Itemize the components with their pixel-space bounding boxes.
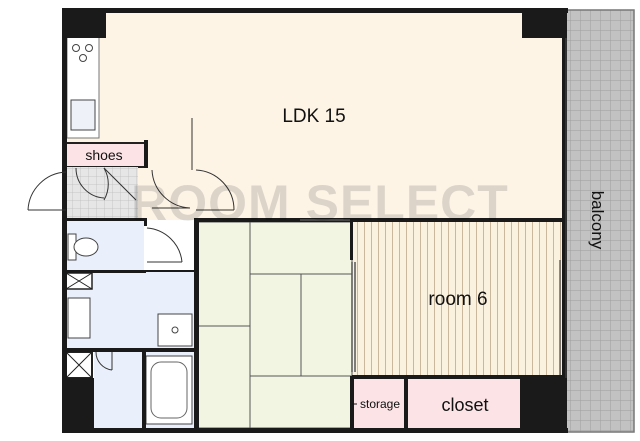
storage-area	[352, 378, 406, 428]
bathtub-inner	[150, 361, 188, 419]
drain-icon	[171, 326, 179, 334]
balcony-label: balcony	[588, 191, 607, 250]
tatami-room	[197, 221, 353, 429]
washbasin-icon	[67, 297, 91, 339]
ldk-label: LDK 15	[282, 106, 345, 127]
sink-icon	[70, 99, 96, 131]
balcony-area	[565, 9, 635, 433]
watermark: ROOM SELECT	[131, 175, 509, 231]
ldk-floor	[66, 12, 562, 220]
door-swing-icon	[27, 118, 235, 371]
storage-label: storage	[360, 397, 400, 411]
closet-area	[408, 378, 522, 428]
entrance-floor	[66, 167, 138, 219]
room-label: room 6	[428, 289, 487, 310]
window-lines	[559, 38, 567, 378]
closet-label: closet	[441, 395, 488, 415]
room-floor	[352, 220, 562, 377]
shaft-cross	[65, 351, 93, 379]
sliding-door-tracks	[300, 219, 356, 372]
shoes-label: shoes	[85, 147, 122, 163]
toilet-icon	[67, 233, 99, 261]
stove-icon	[72, 44, 93, 62]
small-shaft-cross	[65, 272, 93, 290]
washer-pan-icon	[157, 313, 193, 347]
walls	[62, 8, 568, 433]
